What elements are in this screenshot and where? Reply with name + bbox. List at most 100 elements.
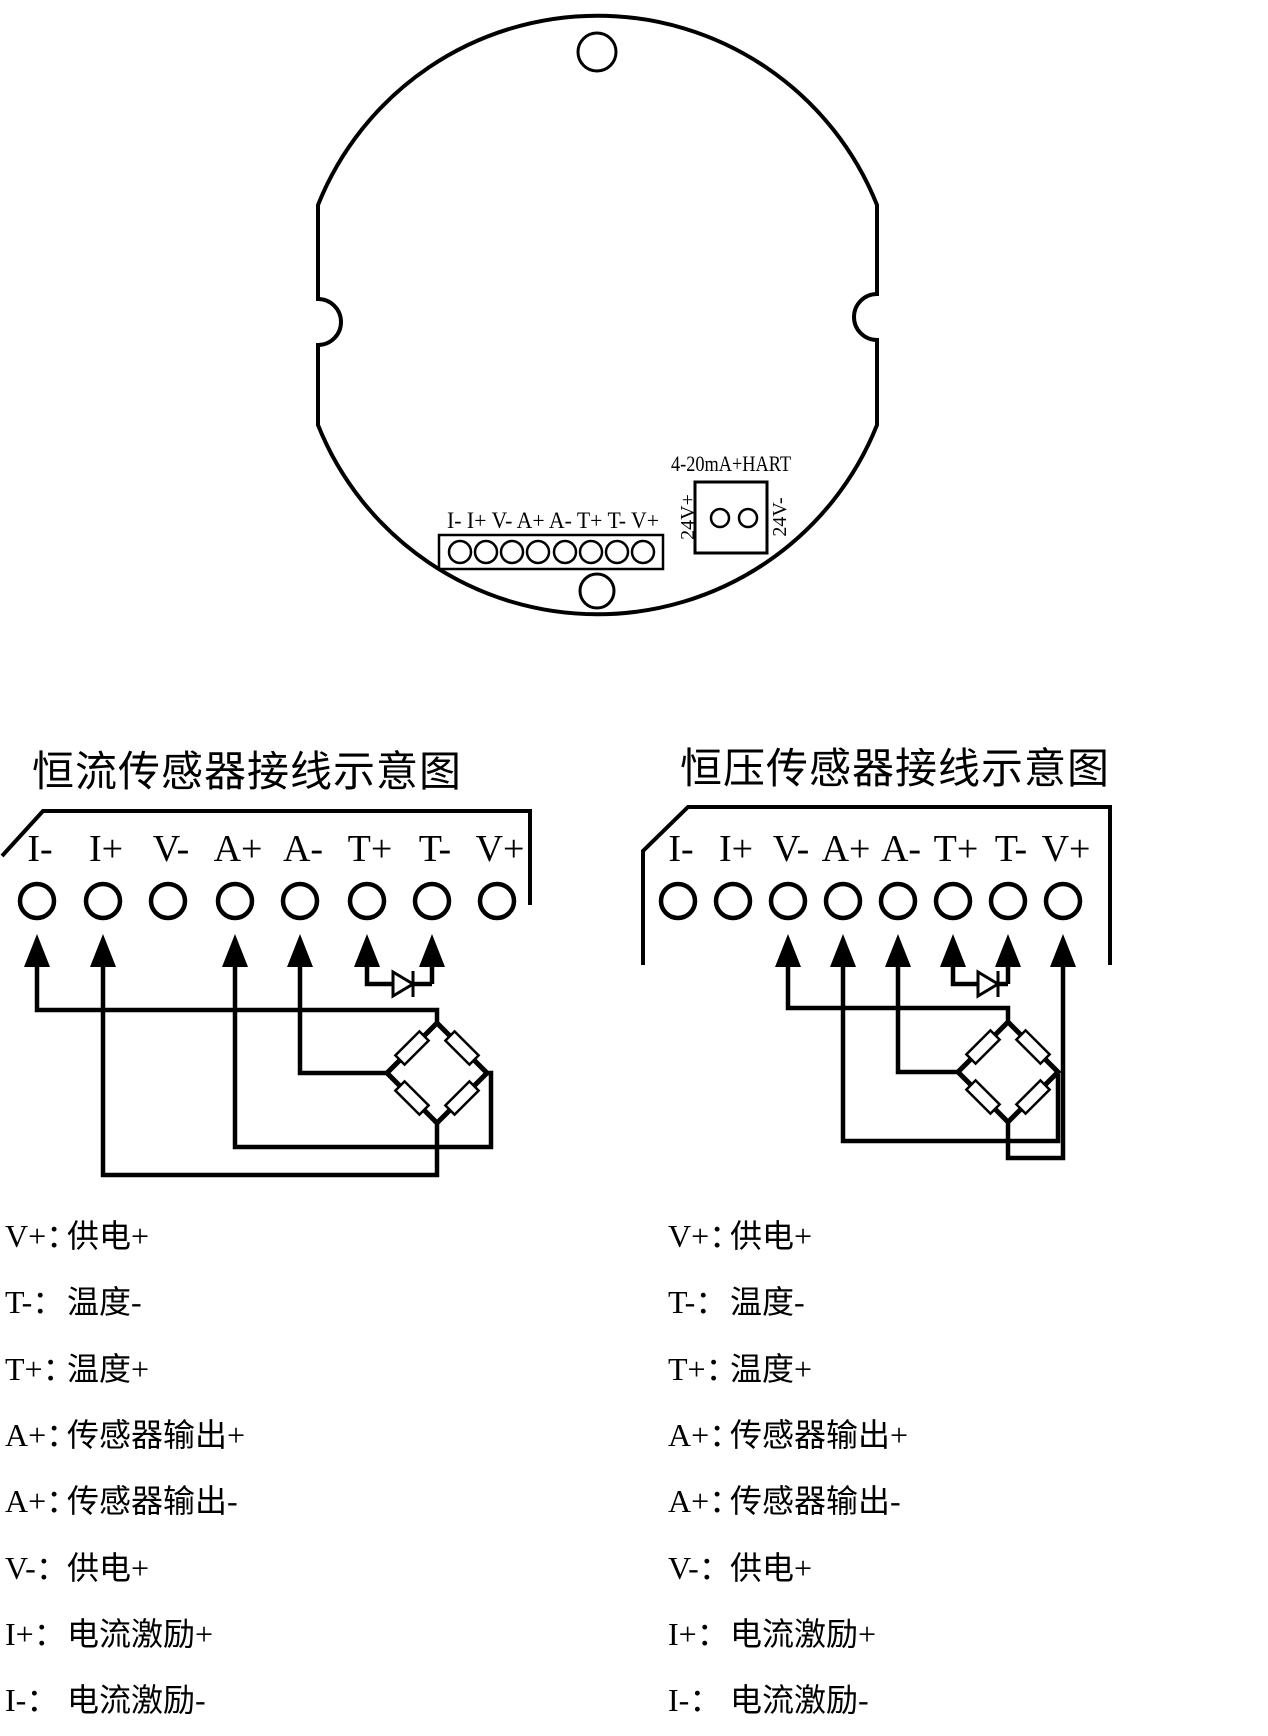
legend-code: V+：	[5, 1218, 79, 1254]
arrow-icon	[419, 934, 445, 967]
legend-row: A+：传感器输出-	[5, 1481, 238, 1521]
top-screw-hole	[576, 31, 618, 73]
wire-t-plus-stub	[950, 964, 978, 987]
bridge-diamond	[954, 1018, 1062, 1126]
legend-desc: 温度+	[67, 1351, 150, 1387]
bridge-resistor	[964, 1028, 1002, 1066]
legend-code: I-：	[668, 1682, 722, 1718]
bridge-diamond	[383, 1019, 491, 1127]
legend-row: I+：电流激励+	[5, 1614, 213, 1654]
legend-code: I+：	[668, 1616, 729, 1652]
housing-outline	[316, 13, 879, 617]
legend-code: V+：	[668, 1218, 742, 1254]
terminal-hole	[988, 881, 1028, 921]
wires	[34, 964, 494, 1178]
wire-a-minus-to-bridge-left	[297, 964, 389, 1076]
terminal-label-i-plus: I+	[89, 828, 123, 870]
legend-desc: 电流激励-	[730, 1682, 869, 1718]
hart-connector-hole	[709, 507, 731, 529]
legend-row: V-：供电+	[668, 1548, 812, 1588]
terminal-hole	[280, 881, 320, 921]
legend-desc: 电流激励+	[730, 1616, 877, 1652]
terminal-label-v-minus: V-	[773, 828, 810, 870]
wire-a-plus-to-bridge-right	[232, 964, 494, 1150]
terminal-label-t-minus: T-	[995, 828, 1027, 870]
terminal-hole	[658, 881, 698, 921]
strip-hole	[473, 539, 499, 565]
legend-row: T+：温度+	[668, 1349, 812, 1389]
legend-desc: 供电+	[67, 1550, 150, 1586]
legend-code: A+：	[668, 1417, 742, 1453]
wire-v-plus-to-bridge-bottom	[1005, 964, 1066, 1161]
terminal-labels: I- I+ V- A+ A- T+ T- V+	[668, 828, 1090, 870]
terminal-hole	[17, 881, 57, 921]
legend-row: A+：传感器输出+	[668, 1415, 908, 1455]
terminal-hole	[1043, 881, 1083, 921]
arrow-icon	[354, 934, 380, 967]
legend-code: T-：	[5, 1284, 65, 1320]
wire-t-plus-stub	[364, 964, 393, 987]
wire-a-minus-to-bridge-left	[895, 964, 960, 1075]
legend-row: V+：供电+	[5, 1216, 149, 1256]
legend-code: V-：	[5, 1550, 68, 1586]
terminal-label-i-plus: I+	[719, 828, 753, 870]
bottom-screw-hole	[578, 572, 616, 610]
arrow-icon	[940, 934, 966, 967]
legend-row: I+：电流激励+	[668, 1614, 876, 1654]
legend-row: A+：传感器输出+	[5, 1415, 245, 1455]
terminal-hole	[477, 881, 517, 921]
terminal-label-a-plus: A+	[214, 828, 263, 870]
hart-connector-label: 4-20mA+HART	[671, 451, 791, 476]
bridge-resistor	[443, 1079, 481, 1117]
legend-code: V-：	[668, 1550, 731, 1586]
diode	[391, 969, 416, 999]
terminal-block-outline	[0, 809, 532, 905]
bridge-resistor	[393, 1079, 431, 1117]
label-24v-plus: 24V+	[677, 494, 699, 540]
terminal-hole	[347, 881, 387, 921]
arrow-icon	[287, 934, 313, 967]
transmitter-housing-diagram: I- I+ V- A+ A- T+ T- V+ 4-20mA+HART 24V+…	[316, 13, 879, 617]
terminal-hole	[148, 881, 188, 921]
terminal-label-a-plus: A+	[822, 828, 871, 870]
legend-row: T-：温度-	[668, 1282, 805, 1322]
diode-triangle	[976, 969, 1001, 999]
left-diagram-title: 恒流传感器接线示意图	[32, 750, 463, 796]
terminal-label-a-minus: A-	[283, 828, 323, 870]
bridge-resistor	[393, 1029, 431, 1067]
terminal-label-t-plus: T+	[934, 828, 979, 870]
constant-voltage-wiring-diagram: I- I+ V- A+ A- T+ T- V+	[641, 805, 1112, 1161]
terminal-label-i-minus: I-	[27, 828, 52, 870]
legend-row: T-：温度-	[5, 1282, 142, 1322]
legend-row: T+：温度+	[5, 1349, 149, 1389]
terminal-strip-holes	[447, 539, 656, 565]
arrow-icon	[1050, 934, 1076, 967]
arrow-icon	[90, 934, 116, 967]
strip-hole	[447, 539, 473, 565]
wire-arrowheads	[24, 934, 445, 967]
bridge-resistor	[964, 1078, 1002, 1116]
legend-row: I-：电流激励-	[668, 1680, 869, 1720]
strip-hole	[578, 539, 604, 565]
terminal-strip-label: I- I+ V- A+ A- T+ T- V+	[447, 508, 659, 533]
terminal-hole	[215, 881, 255, 921]
terminal-hole	[83, 881, 123, 921]
hart-connector-box	[693, 480, 769, 555]
legend-code: A+：	[5, 1483, 79, 1519]
legend-desc: 传感器输出+	[730, 1417, 909, 1453]
legend-code: T+：	[668, 1351, 738, 1387]
diode-triangle	[391, 969, 416, 999]
terminal-holes	[17, 881, 517, 921]
legend-row: I-：电流激励-	[5, 1680, 206, 1720]
terminal-hole	[713, 881, 753, 921]
legend-desc: 电流激励-	[67, 1682, 206, 1718]
legend-desc: 供电+	[67, 1218, 150, 1254]
terminal-label-v-plus: V+	[1042, 828, 1091, 870]
legend-code: T-：	[668, 1284, 728, 1320]
bridge-resistor	[1014, 1028, 1052, 1066]
arrow-icon	[995, 934, 1021, 967]
arrow-icon	[222, 934, 248, 967]
bridge-sensor	[954, 1018, 1062, 1126]
arrow-icon	[775, 934, 801, 967]
